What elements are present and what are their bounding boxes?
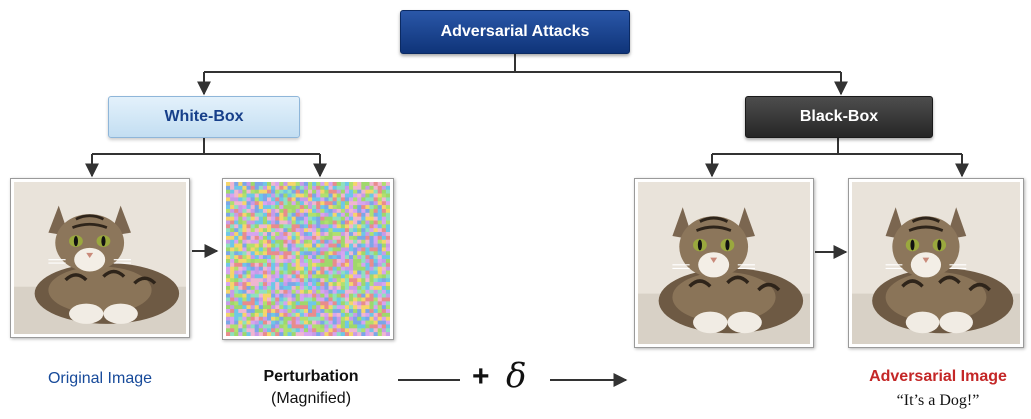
- perturbation-subcaption: (Magnified): [270, 390, 352, 407]
- perturbation-caption: Perturbation: [263, 368, 359, 385]
- cat-photo-icon: [14, 182, 186, 334]
- black-box-node: Black-Box: [745, 96, 933, 138]
- adversarial-image-caption: Adversarial Image: [869, 368, 1007, 385]
- black-box-image-frame: [634, 178, 814, 348]
- adversarial-attacks-node: Adversarial Attacks: [400, 10, 630, 54]
- cat-photo-icon: [638, 182, 810, 344]
- plus-sign: +: [472, 360, 490, 393]
- noise-pattern-icon: [226, 182, 390, 336]
- perturbation-image-frame: [222, 178, 394, 340]
- adversarial-attacks-label: Adversarial Attacks: [440, 23, 590, 40]
- adversarial-image-frame: [848, 178, 1024, 348]
- original-image-caption: Original Image: [47, 370, 153, 387]
- black-box-label: Black-Box: [799, 108, 879, 125]
- white-box-node: White-Box: [108, 96, 300, 138]
- cat-photo-icon: [852, 182, 1020, 344]
- adversarial-quote: “It’s a Dog!”: [896, 392, 980, 409]
- white-box-label: White-Box: [164, 108, 244, 125]
- delta-symbol: δ: [506, 356, 527, 396]
- original-image-frame: [10, 178, 190, 338]
